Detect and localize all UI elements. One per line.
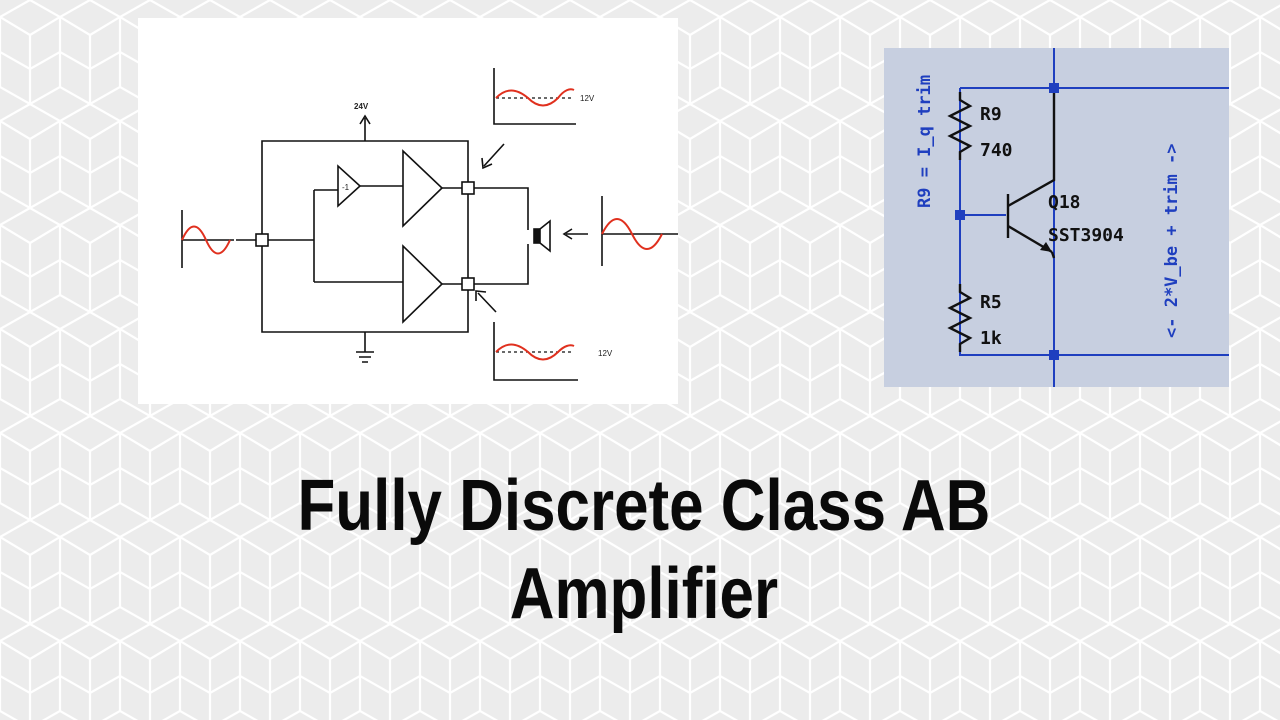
- bridge-diagram-svg: 24V -1 12V 12V: [181, 68, 678, 381]
- top-scope-level-label: 12V: [580, 94, 595, 103]
- r9-value-label: 740: [980, 140, 1013, 161]
- r9-name-label: R9: [980, 104, 1002, 125]
- title-line-2: Amplifier: [509, 554, 779, 634]
- vbe-trim-note: <- 2*V_be + trim ->: [1162, 144, 1182, 338]
- title-line-1: Fully Discrete Class AB: [297, 466, 991, 546]
- supply-voltage-label: 24V: [354, 102, 369, 111]
- video-title: Fully Discrete Class AB Amplifier: [94, 462, 1195, 638]
- bottom-scope-level-label: 12V: [598, 349, 613, 358]
- r5-name-label: R5: [980, 292, 1002, 313]
- q18-name-label: Q18: [1048, 192, 1081, 213]
- q18-part-label: SST3904: [1048, 225, 1124, 246]
- vbe-multiplier-schematic: R9 740 Q18 SST3904 R5 1k R9 = I_q trim <…: [884, 48, 1229, 387]
- inverter-gain-label: -1: [342, 183, 350, 192]
- schematic-svg: R9 740 Q18 SST3904 R5 1k R9 = I_q trim <…: [884, 48, 1229, 387]
- r9-trim-note: R9 = I_q trim: [915, 75, 935, 208]
- r5-value-label: 1k: [980, 328, 1002, 349]
- bridge-amplifier-diagram: 24V -1 12V 12V: [138, 18, 678, 404]
